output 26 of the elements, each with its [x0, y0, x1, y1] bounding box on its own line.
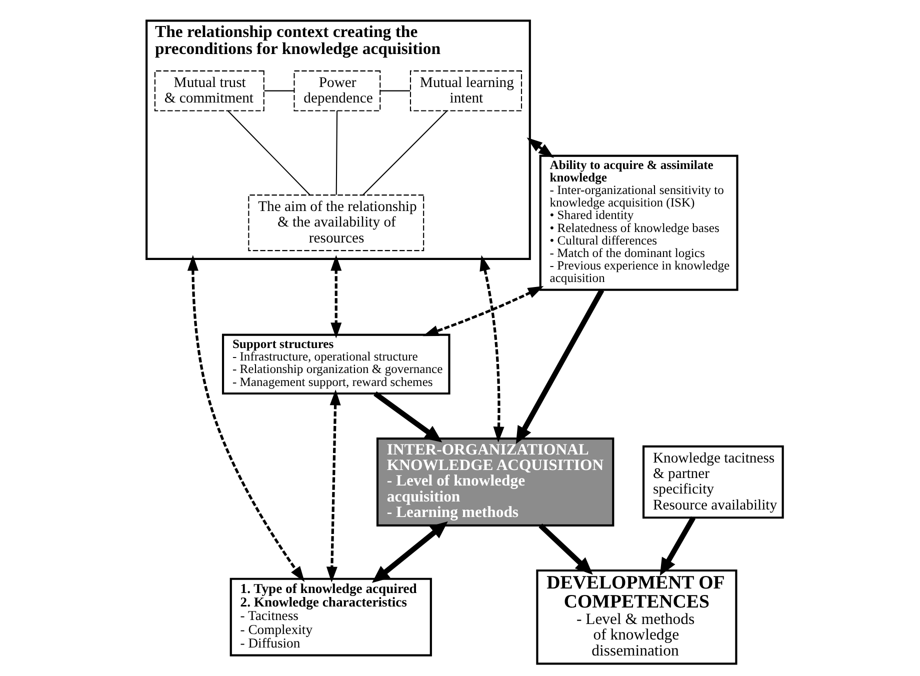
node-box: Ability to acquire & assimilate knowledge - Inter-organizational sensitivity to knowledge acquisition (ISK) • Shared identity • Relatedness of knowledge bases • Cultural differences - Match of the dominant logics - Previous experience in knowledge acquisition: [538, 154, 738, 291]
node-box: Mutual trust & commitment: [154, 70, 264, 112]
arrow: [479, 255, 504, 442]
node-box: INTER-ORGANIZATIONAL KNOWLEDGE ACQUISITION - Level of knowledge acquisition - Learning methods: [376, 438, 614, 527]
arrow: [326, 390, 340, 582]
arrow: [371, 521, 448, 583]
arrow: [422, 286, 544, 336]
arrow: [515, 288, 604, 444]
node-box: DEVELOPMENT OF COMPETENCES - Level & methods of knowledge dissemination: [536, 569, 737, 665]
connector: [380, 90, 410, 92]
node-box: Mutual learning intent: [409, 70, 522, 112]
connector: [362, 110, 447, 196]
arrow: [659, 516, 696, 576]
arrow: [538, 524, 592, 575]
arrow: [373, 391, 442, 442]
node-box: Power dependence: [293, 70, 380, 112]
connector: [226, 110, 310, 196]
connector: [335, 110, 338, 195]
arrow: [330, 254, 342, 338]
node-box: Knowledge tacitness & partner specificity Resource availability: [642, 445, 784, 519]
arrow: [186, 254, 304, 582]
connector: [264, 90, 294, 92]
arrow: [526, 138, 554, 158]
node-box: Support structures - Infrastructure, operational structure - Relationship organization & governance - Management support, reward schemes: [221, 334, 450, 395]
node-box: The aim of the relationship & the availability of resources: [248, 194, 424, 252]
node-box: 1. Type of knowledge acquired 2. Knowledge characteristics - Tacitness - Complexity - Diffusion: [229, 578, 432, 656]
